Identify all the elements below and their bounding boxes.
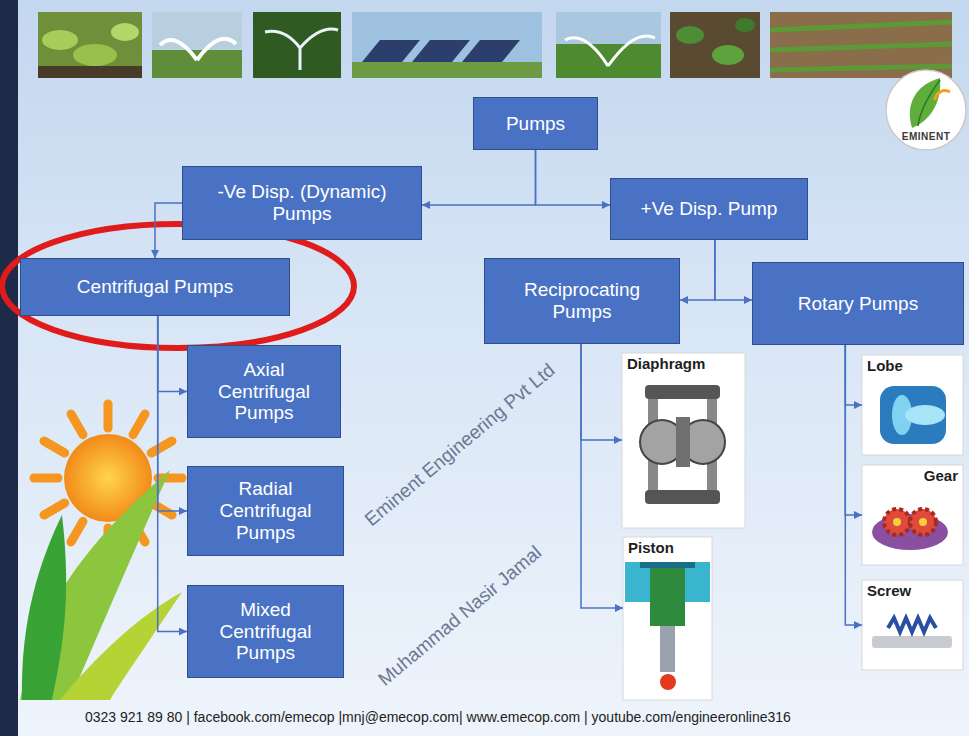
node-label: +Ve Disp. Pump: [641, 198, 778, 220]
process-box: Reciprocating Pumps: [484, 258, 680, 344]
connector-arrow: [158, 316, 187, 392]
gear-pump-picture: [862, 465, 963, 565]
process-box: -Ve Disp. (Dynamic) Pumps: [182, 166, 422, 240]
connector-arrow: [158, 316, 187, 511]
footer-contact: 0323 921 89 80 | facebook.com/emecop |mn…: [85, 709, 791, 725]
diaphragm-pump-picture: [622, 353, 745, 528]
connector-arrow: [581, 344, 622, 440]
company-logo: [886, 70, 966, 150]
process-box: Radial Centrifugal Pumps: [187, 466, 344, 556]
pump-card: Lobe: [862, 355, 963, 455]
node-label: Rotary Pumps: [798, 293, 918, 315]
card-label: Lobe: [862, 355, 908, 376]
connector-arrow: [680, 240, 715, 300]
connector-arrow: [422, 150, 536, 205]
photo-strip: [38, 12, 952, 78]
screw-pump-picture: [862, 580, 963, 670]
side-bar: [0, 0, 18, 736]
card-label: Diaphragm: [622, 353, 710, 374]
connector-arrow: [715, 240, 752, 300]
card-label: Gear: [919, 465, 963, 486]
pump-card: Diaphragm: [622, 353, 745, 528]
pump-card: Gear: [862, 465, 963, 565]
connector-arrow: [158, 316, 187, 632]
pump-card: Piston: [623, 537, 712, 700]
connector-arrow: [845, 345, 862, 625]
node-label: Centrifugal Pumps: [77, 276, 233, 298]
node-label: -Ve Disp. (Dynamic) Pumps: [191, 181, 413, 225]
process-box: Pumps: [473, 97, 598, 150]
watermark: Eminent Engineering Pvt Ltd: [361, 359, 560, 531]
connector-arrow: [845, 345, 862, 405]
node-label: Pumps: [506, 113, 565, 135]
connector-arrow: [845, 345, 862, 515]
process-box: Axial Centrifugal Pumps: [187, 345, 341, 438]
lobe-pump-picture: [862, 355, 963, 455]
card-label: Piston: [623, 537, 679, 558]
pump-card: Screw: [862, 580, 963, 670]
logo-text: EMINENT: [902, 131, 951, 142]
node-label: Reciprocating Pumps: [493, 279, 671, 323]
process-box: Centrifugal Pumps: [20, 258, 290, 316]
highlight-ellipse: [2, 224, 354, 348]
process-box: +Ve Disp. Pump: [610, 178, 808, 240]
node-label: Mixed Centrifugal Pumps: [196, 599, 335, 665]
piston-pump-picture: [623, 537, 712, 700]
connector-arrow: [581, 344, 623, 608]
card-label: Screw: [862, 580, 916, 601]
node-label: Radial Centrifugal Pumps: [196, 478, 335, 544]
process-box: Rotary Pumps: [752, 262, 964, 345]
process-box: Mixed Centrifugal Pumps: [187, 585, 344, 678]
connector-arrow: [155, 203, 182, 258]
connector-arrow: [536, 150, 611, 205]
watermark: Muhammad Nasir Jamal: [374, 541, 546, 690]
node-label: Axial Centrifugal Pumps: [196, 359, 332, 425]
